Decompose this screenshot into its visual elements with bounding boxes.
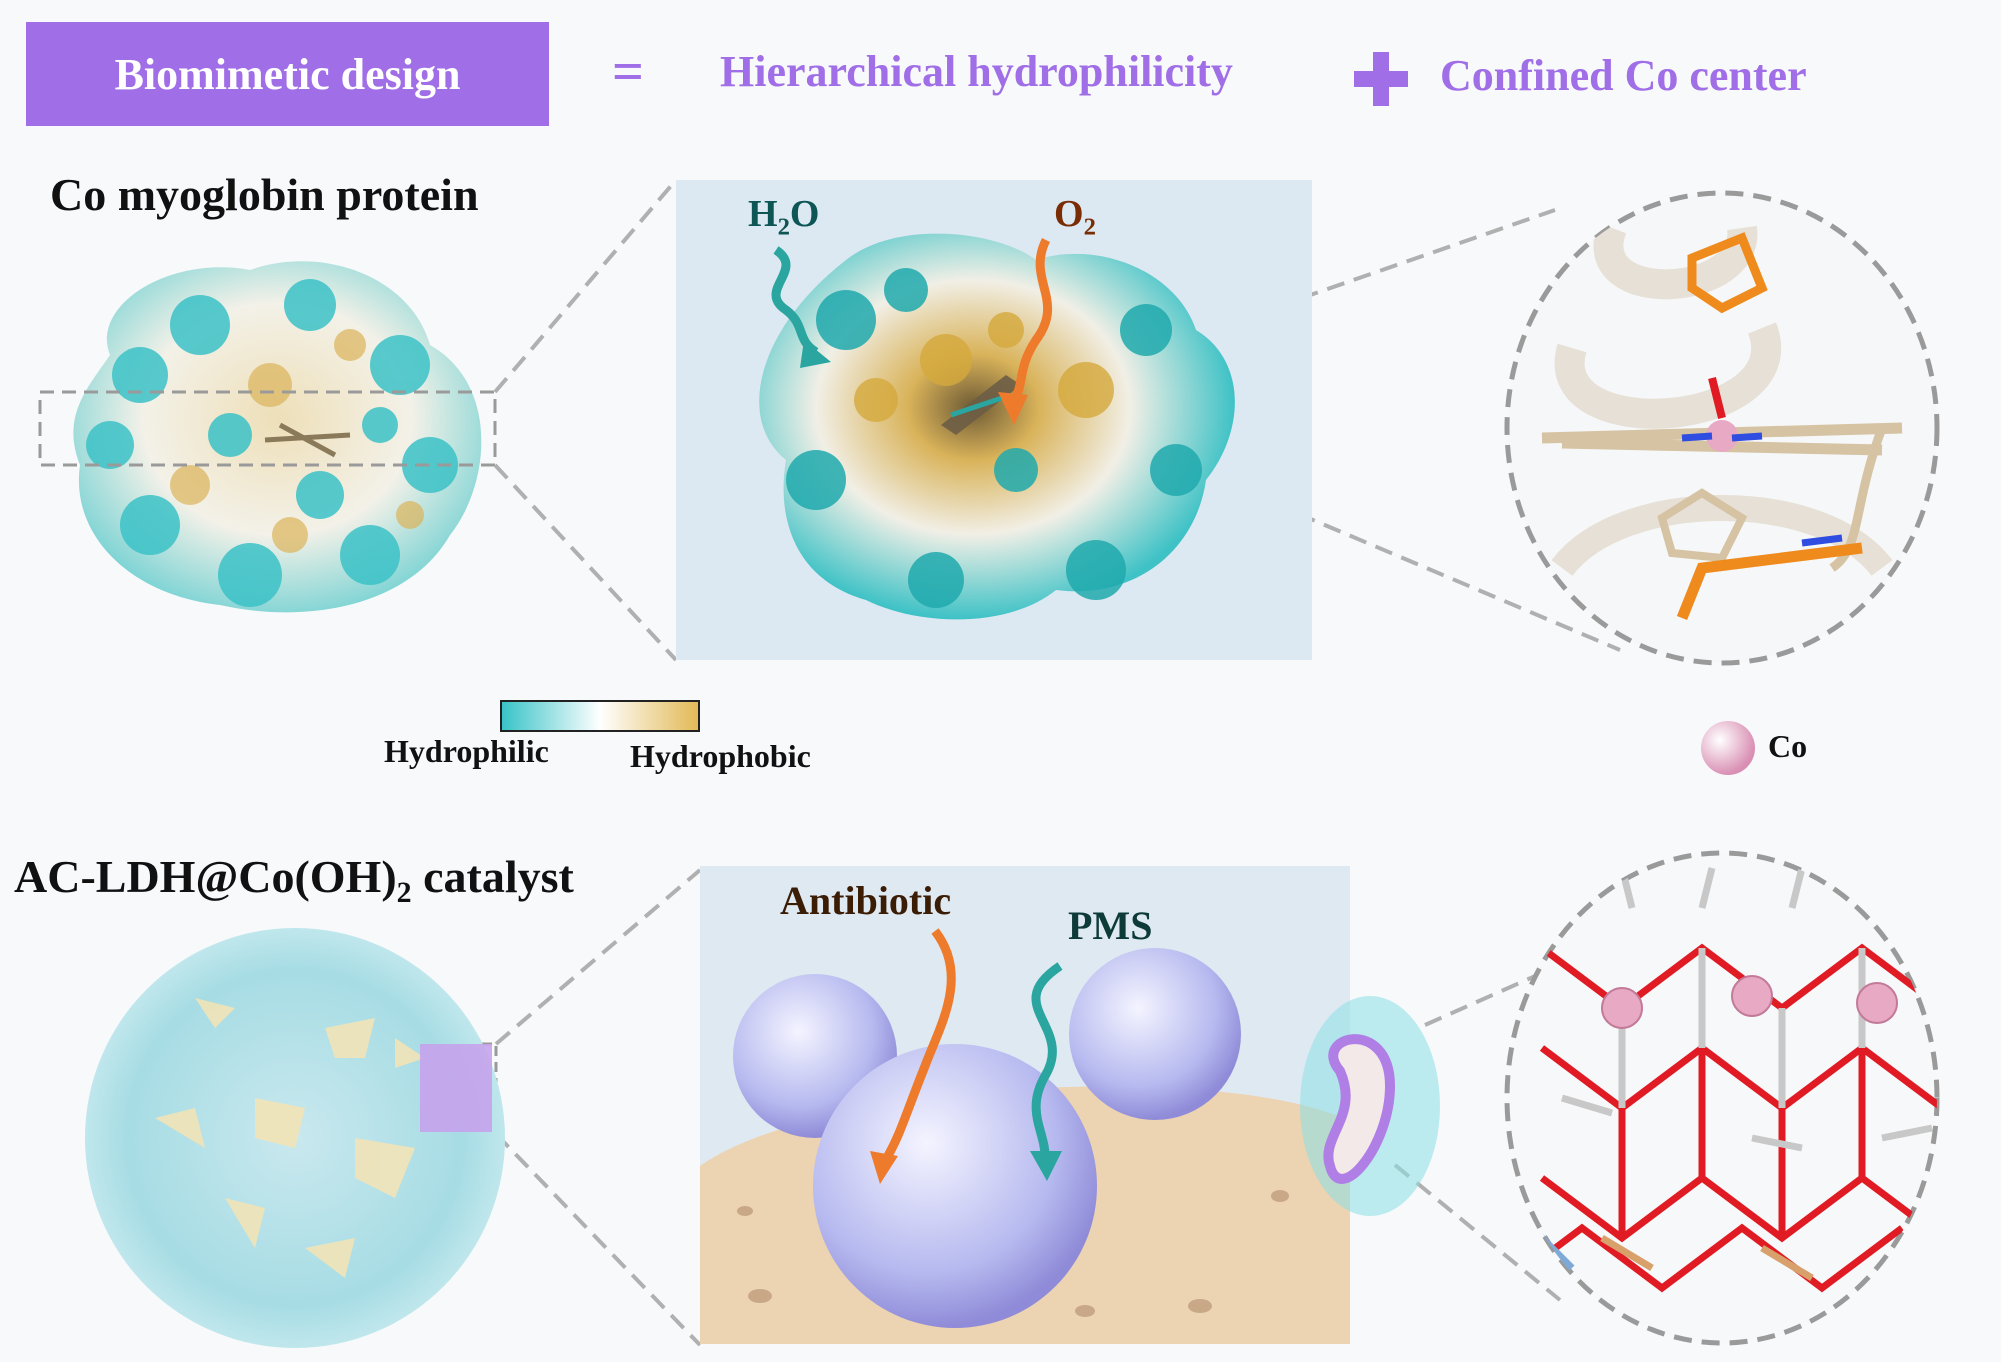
protein-title: Co myoglobin protein bbox=[50, 169, 479, 220]
header-badge: Biomimetic design bbox=[26, 22, 549, 126]
header-badge-text: Biomimetic design bbox=[114, 49, 461, 99]
heme-zoom-circle bbox=[1504, 190, 1940, 666]
h2o-label: H2O bbox=[748, 193, 820, 241]
equals-sign: = bbox=[612, 41, 644, 103]
hydrophobic-label: Hydrophobic bbox=[630, 738, 811, 774]
lattice-zoom-circle bbox=[1504, 850, 1940, 1346]
hydrophilicity-scale-bar bbox=[500, 700, 700, 732]
catalyst-sphere-image bbox=[85, 928, 505, 1348]
o2-label: O2 bbox=[1054, 193, 1096, 241]
pms-label: PMS bbox=[1068, 903, 1153, 948]
antibiotic-label: Antibiotic bbox=[780, 878, 952, 923]
co-atom-icon bbox=[1701, 721, 1755, 775]
catalyst-title: AC-LDH@Co(OH)2 catalyst bbox=[14, 851, 574, 910]
header-term-hydrophilicity: Hierarchical hydrophilicity bbox=[720, 47, 1233, 96]
protein-surface-image bbox=[73, 261, 482, 613]
catalyst-surface-image bbox=[700, 928, 1440, 1344]
header-term-co-center: Confined Co center bbox=[1440, 51, 1807, 100]
co-legend-label: Co bbox=[1768, 728, 1808, 764]
plus-icon bbox=[1354, 52, 1408, 106]
protein-pocket-image bbox=[759, 233, 1235, 620]
hydrophilic-label: Hydrophilic bbox=[384, 733, 549, 769]
